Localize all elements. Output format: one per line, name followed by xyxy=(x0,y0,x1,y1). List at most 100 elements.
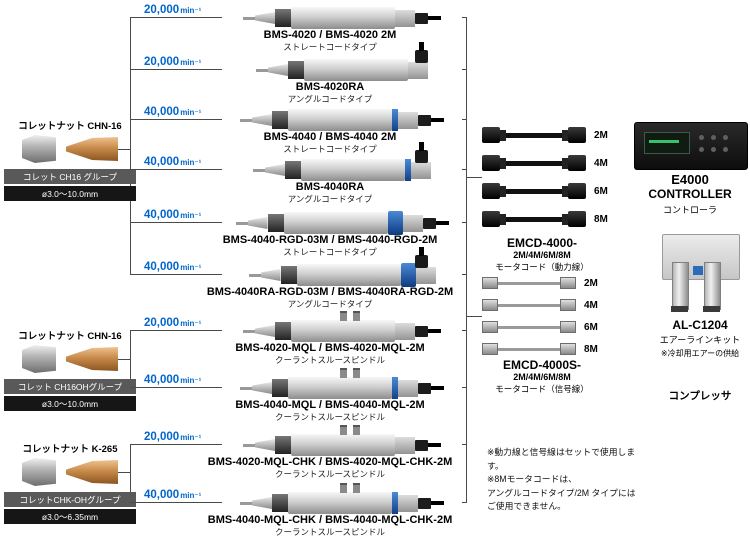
spindle-speed: 40,000min⁻¹ xyxy=(142,374,204,386)
signal-cable-4m: 4M xyxy=(482,298,598,312)
spindle-photo xyxy=(222,142,462,185)
connector-line xyxy=(466,316,482,317)
spindle-row-bms-4020: 20,000min⁻¹ BMS-4020 / BMS-4020 2M ストレート… xyxy=(130,2,466,54)
airline-kit-photo xyxy=(656,234,744,314)
collet-group-label: コレット CH16OHグループ xyxy=(4,379,136,394)
spindle-photo xyxy=(222,425,462,460)
spindle-name: BMS-4040RA-RGD-03M / BMS-4040RA-RGD-2M xyxy=(206,286,454,298)
collet-size-range: ø3.0～6.35mm xyxy=(4,509,136,524)
spindle-speed: 20,000min⁻¹ xyxy=(142,56,204,68)
signal-cable-variants: 2M/4M/6M/8M xyxy=(513,372,571,382)
power-cable-variants: 2M/4M/6M/8M xyxy=(513,250,571,260)
spindle-row-bms-4040: 40,000min⁻¹ BMS-4040 / BMS-4040 2M ストレート… xyxy=(130,104,466,156)
controller-caption: E4000 CONTROLLER コントローラ xyxy=(628,172,750,216)
cable-length-label: 8M xyxy=(594,213,608,225)
spindle-speed: 40,000min⁻¹ xyxy=(142,156,204,168)
airline-kit-model: AL-C1204 xyxy=(672,318,728,332)
spindle-photo xyxy=(222,3,462,33)
collet-photo xyxy=(4,131,136,167)
controller-label: CONTROLLER xyxy=(648,187,732,201)
footnote-line: ※8Mモータコードは、 xyxy=(487,474,577,484)
spindle-type: アングルコードタイプ xyxy=(287,94,373,104)
power-cable-2m: 2M xyxy=(482,126,608,144)
spindle-speed: 40,000min⁻¹ xyxy=(142,261,204,273)
footnotes: ※動力線と信号線はセットで使用します。 ※8Mモータコードは、 アングルコードタ… xyxy=(487,446,649,514)
controller-sub-label: コントローラ xyxy=(662,205,717,215)
cable-length-label: 2M xyxy=(594,129,608,141)
spindle-row-bms-4040-mql-chk: 40,000min⁻¹ BMS-4040-MQL-CHK / BMS-4040-… xyxy=(130,483,466,539)
spindle-speed: 20,000min⁻¹ xyxy=(142,317,204,329)
collet-image xyxy=(66,347,118,371)
collet-photo xyxy=(4,454,136,490)
connector-line xyxy=(130,444,131,503)
cable-length-label: 6M xyxy=(584,321,598,333)
collet-size-range: ø3.0～10.0mm xyxy=(4,186,136,201)
spindle-row-bms-4020-mql-chk: 20,000min⁻¹ BMS-4020-MQL-CHK / BMS-4020-… xyxy=(130,425,466,481)
spindle-type: ストレートコードタイプ xyxy=(283,247,377,257)
power-cable-8m: 8M xyxy=(482,210,608,228)
spindle-speed: 40,000min⁻¹ xyxy=(142,209,204,221)
connector-line xyxy=(118,359,130,360)
spindle-name: BMS-4040-MQL / BMS-4040-MQL-2M xyxy=(235,399,425,411)
spindle-photo xyxy=(222,483,462,518)
signal-cable-6m: 6M xyxy=(482,320,598,334)
spindle-row-bms-4040ra: 40,000min⁻¹ BMS-4040RA アングルコードタイプ xyxy=(130,142,466,206)
spindle-type: クーラントスルースピンドル xyxy=(274,355,386,365)
spindle-name: BMS-4040RA xyxy=(295,181,365,193)
collet-group-label: コレットCHK-OHグループ xyxy=(4,492,136,507)
spindle-name: BMS-4020-MQL / BMS-4020-MQL-2M xyxy=(235,342,425,354)
connector-line xyxy=(466,177,482,178)
spindle-type: クーラントスルースピンドル xyxy=(274,527,386,537)
collet-group-ch16: コレットナット CHN-16 コレット CH16 グループ ø3.0～10.0m… xyxy=(4,118,136,201)
spindle-row-bms-4040ra-rgd: 40,000min⁻¹ BMS-4040RA-RGD-03M / BMS-404… xyxy=(130,247,466,311)
spindle-photo xyxy=(222,247,462,290)
collet-nut-image xyxy=(22,458,56,486)
cable-length-label: 4M xyxy=(584,299,598,311)
spindle-photo xyxy=(222,368,462,403)
connector-line xyxy=(118,472,130,473)
collet-nut-image xyxy=(22,135,56,163)
connector-line xyxy=(118,149,130,150)
spindle-type: アングルコードタイプ xyxy=(287,194,373,204)
spindle-speed: 20,000min⁻¹ xyxy=(142,431,204,443)
airline-kit-caption: AL-C1204 エアーラインキット ※冷却用エアーの供給 xyxy=(640,318,750,359)
footnote-line: ご使用できません。 xyxy=(487,501,566,511)
spindle-type: クーラントスルースピンドル xyxy=(274,412,386,422)
footnote-line: ※動力線と信号線はセットで使用します。 xyxy=(487,447,636,471)
spindle-type: ストレートコードタイプ xyxy=(283,144,377,154)
spindle-speed: 40,000min⁻¹ xyxy=(142,106,204,118)
spindle-type: クーラントスルースピンドル xyxy=(274,469,386,479)
spindle-row-bms-4020-mql: 20,000min⁻¹ BMS-4020-MQL / BMS-4020-MQL-… xyxy=(130,311,466,367)
connector-line xyxy=(466,17,467,503)
collet-group-ch16oh: コレットナット CHN-16 コレット CH16OHグループ ø3.0～10.0… xyxy=(4,328,136,411)
cable-length-label: 2M xyxy=(584,277,598,289)
spindle-name: BMS-4040 / BMS-4040 2M xyxy=(263,131,397,143)
collet-group-label: コレット CH16 グループ xyxy=(4,169,136,184)
spindle-row-bms-4040-rgd: 40,000min⁻¹ BMS-4040-RGD-03M / BMS-4040-… xyxy=(130,207,466,259)
spindle-row-bms-4020ra: 20,000min⁻¹ BMS-4020RA アングルコードタイプ xyxy=(130,42,466,106)
power-cable-desc: モータコード（動力線） xyxy=(495,262,589,272)
collet-nut-label: コレットナット K-265 xyxy=(22,444,118,455)
connector-line xyxy=(130,330,131,388)
connector-line xyxy=(130,17,131,275)
collet-image xyxy=(66,460,118,484)
airline-kit-note: ※冷却用エアーの供給 xyxy=(660,349,740,358)
signal-cable-caption: EMCD-4000S- 2M/4M/6M/8M モータコード（信号線） xyxy=(462,358,622,395)
cable-length-label: 6M xyxy=(594,185,608,197)
spindle-photo xyxy=(222,311,462,346)
cable-length-label: 4M xyxy=(594,157,608,169)
spindle-name: BMS-4020 / BMS-4020 2M xyxy=(263,29,397,41)
spindle-photo xyxy=(222,208,462,238)
spindle-name: BMS-4020-MQL-CHK / BMS-4020-MQL-CHK-2M xyxy=(207,456,453,468)
power-cable-4m: 4M xyxy=(482,154,608,172)
spindle-type: アングルコードタイプ xyxy=(287,299,373,309)
spindle-type: ストレートコードタイプ xyxy=(283,42,377,52)
controller-display xyxy=(644,132,690,154)
power-cable-6m: 6M xyxy=(482,182,608,200)
signal-cable-model: EMCD-4000S- xyxy=(502,358,582,372)
collet-group-chk-oh: コレットナット K-265 コレットCHK-OHグループ ø3.0～6.35mm xyxy=(4,441,136,524)
spindle-name: BMS-4040-RGD-03M / BMS-4040-RGD-2M xyxy=(222,234,438,246)
power-cable-caption: EMCD-4000- 2M/4M/6M/8M モータコード（動力線） xyxy=(462,236,622,273)
collet-photo xyxy=(4,341,136,377)
